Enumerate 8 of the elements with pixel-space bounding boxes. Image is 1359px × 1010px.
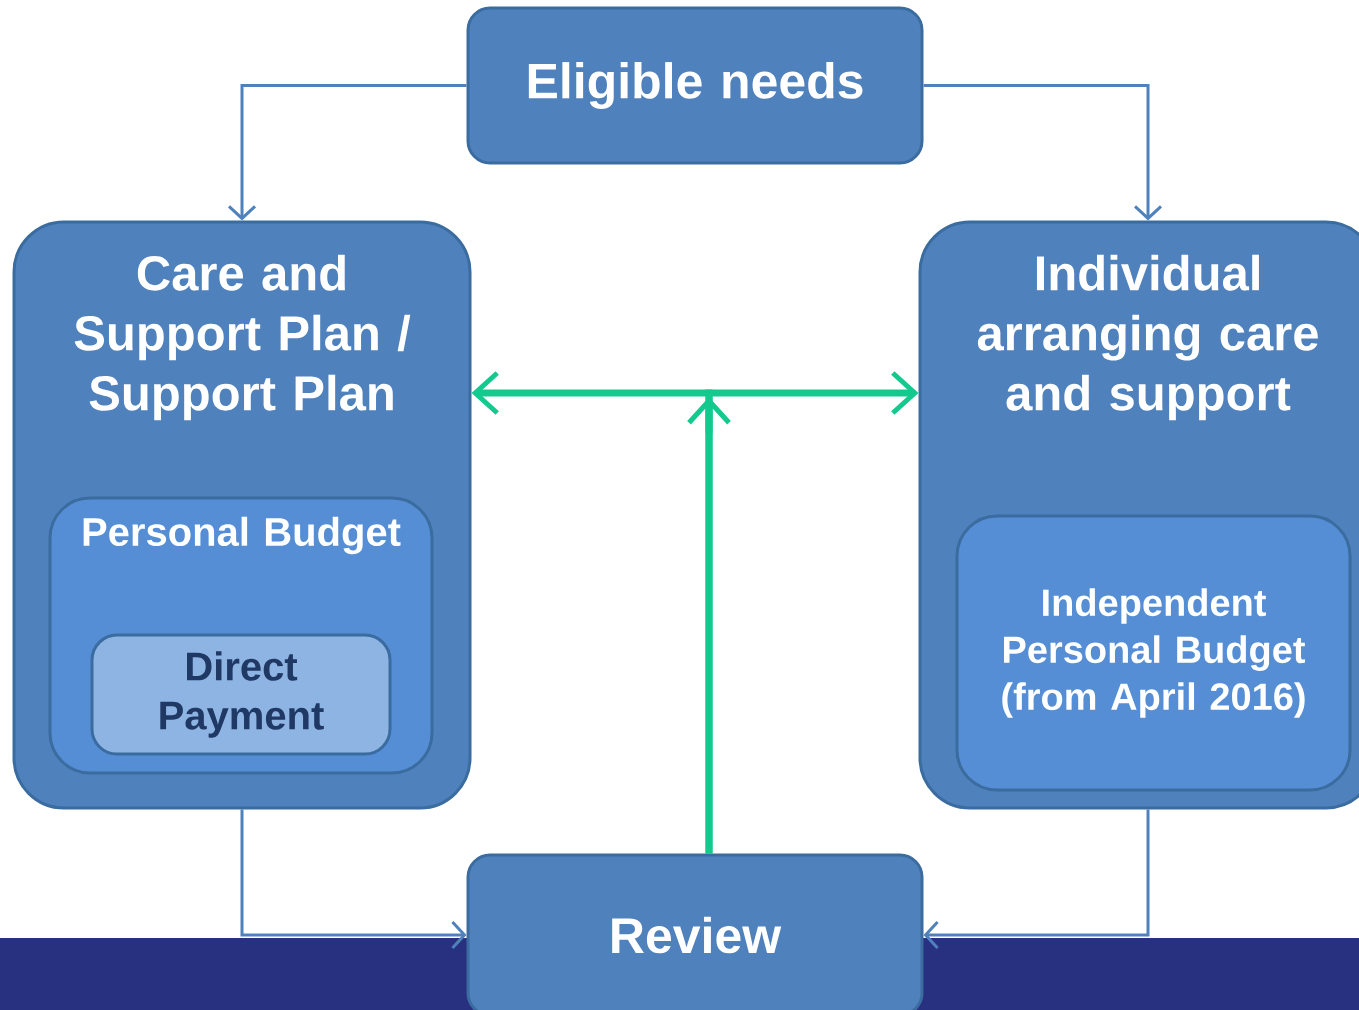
budget-box: Independent Personal Budget (from April 2016): [955, 514, 1352, 792]
arrow: [228, 84, 467, 221]
arrow: [923, 809, 1150, 950]
arrow: [240, 809, 467, 950]
payment-box: Direct Payment: [90, 633, 392, 756]
arrow: [923, 84, 1163, 221]
process-box: Eligible needs: [466, 6, 924, 165]
process-box: Review: [466, 853, 924, 1010]
